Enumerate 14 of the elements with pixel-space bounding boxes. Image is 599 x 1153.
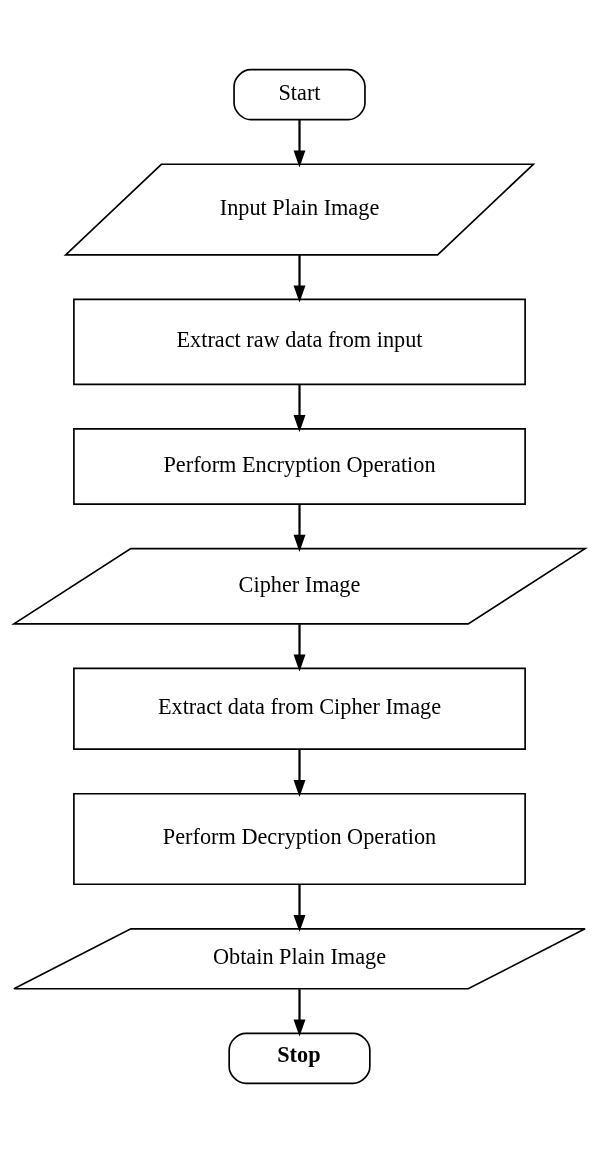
arrow [293, 384, 306, 433]
arrow [293, 255, 306, 303]
node-box: Extract data from Cipher Image [73, 667, 526, 751]
arrow [293, 119, 306, 168]
node-box: Perform Decryption Operation [73, 792, 526, 886]
arrow [293, 749, 306, 797]
node-box: Extract raw data from input [73, 298, 526, 386]
arrow [293, 884, 306, 933]
arrow [293, 624, 306, 672]
node-box: Start [233, 68, 366, 121]
arrow [293, 504, 306, 552]
node-box: Stop [228, 1032, 371, 1085]
arrow [293, 989, 306, 1037]
node-box: Perform Encryption Operation [73, 428, 526, 505]
